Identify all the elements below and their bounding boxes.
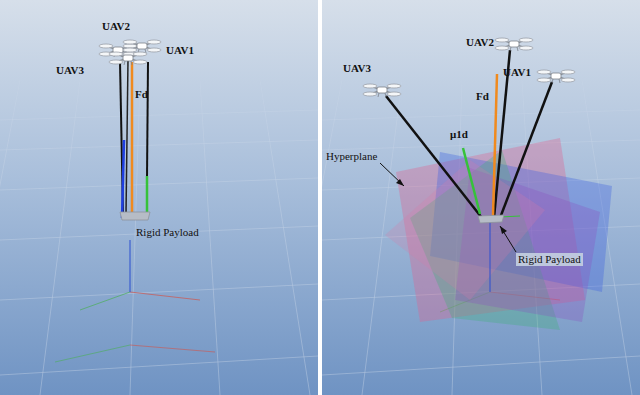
scene-label: Hyperplane <box>326 150 377 163</box>
scene-label: UAV3 <box>343 62 371 75</box>
right-scene <box>322 0 640 395</box>
left-scene <box>0 0 318 395</box>
scene-label: Fd <box>476 90 489 103</box>
scene-label: Rigid Payload <box>136 226 199 239</box>
scene-label: UAV2 <box>102 20 130 33</box>
scene-label: UAV1 <box>166 44 194 57</box>
scene-label: UAV1 <box>503 66 531 79</box>
scene-label: Rigid Payload <box>516 253 583 266</box>
scene-label: μ1d <box>450 128 468 141</box>
hyperplane <box>385 160 545 300</box>
scene-label: UAV3 <box>56 64 84 77</box>
scene-label: Fd <box>135 88 148 101</box>
scene-label: UAV2 <box>466 36 494 49</box>
